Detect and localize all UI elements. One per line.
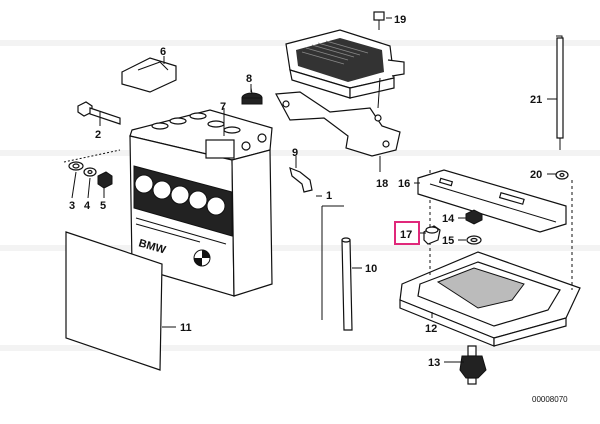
- part-label-15[interactable]: 15: [442, 235, 454, 247]
- washers-drawing: [63, 149, 121, 189]
- clamp-plate-16-drawing: [417, 169, 567, 233]
- bracket-18-drawing: [275, 77, 401, 157]
- part-label-11[interactable]: 11: [180, 322, 192, 334]
- part-label-14[interactable]: 14: [442, 213, 455, 225]
- part-label-2[interactable]: 2: [95, 129, 101, 141]
- battery-drawing: [129, 109, 273, 297]
- vent-hose-10-drawing: [321, 205, 353, 331]
- insulation-mat-11-drawing: [65, 231, 163, 371]
- part-label-1[interactable]: 1: [326, 190, 332, 202]
- part-label-8[interactable]: 8: [246, 73, 252, 85]
- part-label-17[interactable]: 17: [400, 229, 412, 241]
- tie-rod-21-drawing: [556, 35, 564, 150]
- battery-tray-12-drawing: [399, 170, 581, 347]
- part-label-20[interactable]: 20: [530, 169, 542, 181]
- part-label-9[interactable]: 9: [292, 147, 298, 159]
- part-label-12[interactable]: 12: [425, 323, 437, 335]
- part-label-21[interactable]: 21: [530, 94, 542, 106]
- part-label-4[interactable]: 4: [84, 200, 91, 212]
- part-label-10[interactable]: 10: [365, 263, 377, 275]
- bolt-2-drawing: [77, 101, 121, 125]
- part-label-19[interactable]: 19: [394, 14, 406, 26]
- part-label-5[interactable]: 5: [100, 200, 106, 212]
- terminal-cover-6-drawing: [121, 56, 177, 93]
- part-label-3[interactable]: 3: [69, 200, 75, 212]
- highlighted-part-box[interactable]: [394, 221, 420, 245]
- part-label-16[interactable]: 16: [398, 178, 410, 190]
- leader-lines: [71, 17, 557, 363]
- bolt-19-drawing: [373, 11, 392, 30]
- diagram-reference-number: 00008070: [532, 395, 568, 404]
- part-label-13[interactable]: 13: [428, 357, 440, 369]
- rubber-mount-13-drawing: [459, 345, 487, 385]
- part-label-6[interactable]: 6: [160, 46, 166, 58]
- buffer-17-drawing: [423, 225, 441, 245]
- washer-15-drawing: [466, 235, 482, 245]
- part-label-18[interactable]: 18: [376, 178, 388, 190]
- part-label-7[interactable]: 7: [220, 101, 226, 113]
- vent-elbow-9-drawing: [289, 156, 313, 193]
- nut-14-drawing: [465, 209, 483, 225]
- vent-cap-8-drawing: [241, 87, 263, 105]
- relay-module-drawing: [285, 29, 405, 99]
- nut-20-drawing: [555, 170, 569, 180]
